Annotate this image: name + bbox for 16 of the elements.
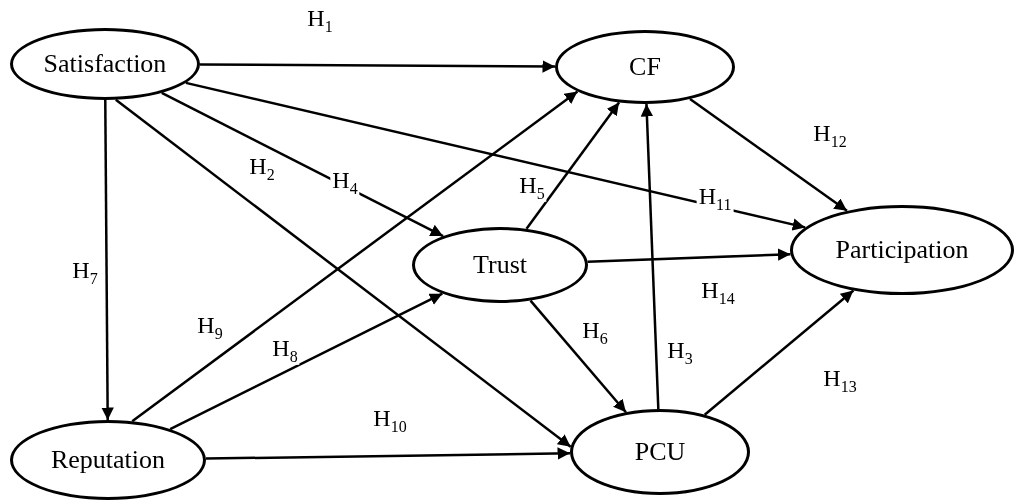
arrow (161, 91, 444, 238)
node-label: Reputation (50, 445, 166, 475)
arrow (587, 248, 791, 263)
node-label: Participation (835, 235, 969, 265)
arrow (703, 289, 855, 416)
arrow (200, 60, 555, 73)
node-label: CF (629, 52, 661, 82)
arrow (640, 103, 660, 410)
arrow (169, 292, 443, 431)
node-label: Satisfaction (43, 49, 167, 79)
node-label: Trust (473, 250, 527, 280)
node-label: PCU (634, 437, 686, 467)
arrow (205, 447, 571, 460)
arrow (101, 100, 114, 420)
arrow (689, 98, 848, 212)
arrow (185, 81, 806, 231)
